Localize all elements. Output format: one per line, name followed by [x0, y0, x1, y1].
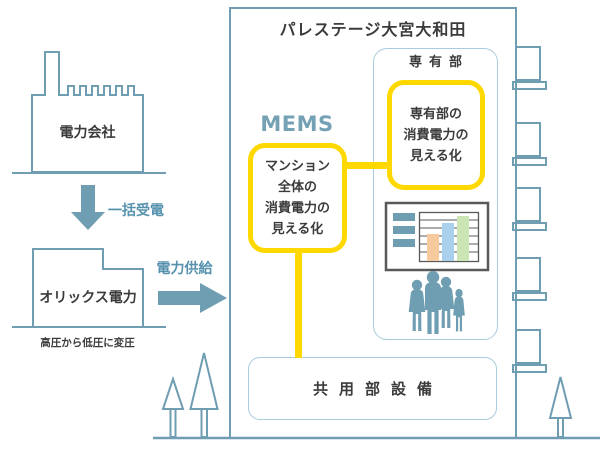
mems-connector-horizontal [344, 162, 392, 169]
common-area-box: 共用部設備 [248, 357, 497, 420]
monitor-chart-icon [384, 201, 490, 272]
arrow-down-icon [71, 185, 105, 230]
private-visualization-box: 専有部の 消費電力の 見える化 [387, 80, 485, 190]
private-area-container [373, 48, 498, 340]
common-area-label: 共用部設備 [312, 379, 443, 398]
family-icon [408, 271, 465, 334]
bulk-receiving-label: 一括受電 [108, 203, 164, 219]
orix-building-icon [32, 248, 144, 328]
factory-icon [31, 51, 144, 173]
mansion-visualization-box: マンション 全体の 消費電力の 見える化 [248, 143, 347, 253]
voltage-note-label: 高圧から低圧に変圧 [40, 337, 135, 349]
power-company-label: 電力会社 [59, 125, 116, 141]
private-visualization-text: 専有部の 消費電力の 見える化 [403, 106, 469, 164]
tree-icon [161, 352, 573, 438]
balcony-icon [512, 46, 547, 373]
orix-power-label: オリックス電力 [39, 290, 137, 306]
power-supply-label: 電力供給 [156, 261, 213, 277]
mems-label: MEMS [260, 112, 334, 136]
building-title: パレステージ大宮大和田 [279, 20, 467, 39]
arrow-right-icon [158, 283, 227, 313]
mansion-visualization-text: マンション 全体の 消費電力の 見える化 [264, 159, 330, 237]
private-area-title: 専有部 [408, 55, 469, 70]
mems-connector-vertical [295, 248, 302, 358]
